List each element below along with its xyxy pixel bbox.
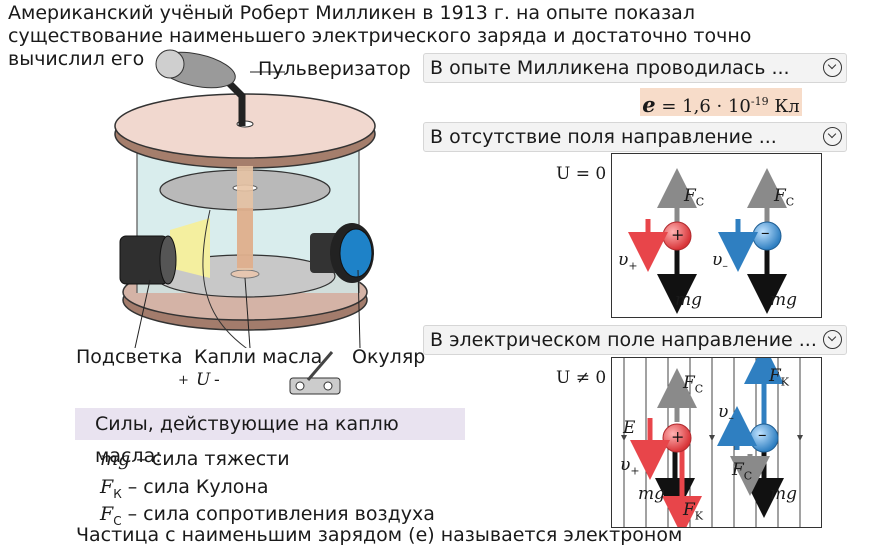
voltage-symbol: U <box>196 370 211 390</box>
field-fc-label-1: FC <box>683 373 704 396</box>
no-field-mg-label-1: mg <box>675 290 703 310</box>
panel-no-field <box>611 153 822 318</box>
field-mg-label-2: mg <box>770 484 798 504</box>
label-oil-drops: Капли масла <box>194 346 323 368</box>
no-field-fc-label-1: FC <box>684 186 705 209</box>
field-v-plus-label: υ+ <box>620 455 640 478</box>
force-item-coulomb: FК – сила Кулона <box>100 476 269 501</box>
panel-no-field-voltage: U = 0 <box>556 164 607 184</box>
switch-icon <box>289 351 341 395</box>
no-field-mg-label-2: mg <box>770 290 798 310</box>
elementary-charge-formula: e = 1,6 · 10-19 Кл <box>640 88 802 117</box>
forces-title: Силы, действующие на каплю масла: <box>75 408 465 467</box>
field-sign-plus: + <box>671 427 685 446</box>
no-field-forces-diagram <box>628 168 787 314</box>
no-field-sign-minus: – <box>761 223 770 243</box>
chevron-down-icon[interactable] <box>823 330 842 349</box>
field-fk-label-2: FK <box>683 500 704 523</box>
force-item-drag: FC – сила сопротивления воздуха <box>100 503 435 528</box>
panel-field-voltage: U ≠ 0 <box>556 368 607 388</box>
accordion-item-experiment[interactable]: В опыте Милликена проводилась ... <box>423 53 847 83</box>
field-mg-label-1: mg <box>638 484 666 504</box>
voltage-minus: - <box>214 370 220 390</box>
field-e-label: E <box>623 418 636 438</box>
no-field-sign-plus: + <box>671 225 685 244</box>
accordion-item-no-field[interactable]: В отсутствие поля направление ... <box>423 122 847 152</box>
chevron-down-icon[interactable] <box>823 127 842 146</box>
label-backlight: Подсветка <box>76 346 183 368</box>
millikan-apparatus-illustration <box>114 49 376 348</box>
force-item-gravity: mg – сила тяжести <box>100 448 290 470</box>
chevron-down-icon[interactable] <box>823 58 842 77</box>
voltage-plus: + <box>178 373 189 388</box>
no-field-fc-label-2: FC <box>774 186 795 209</box>
accordion-item-label: В отсутствие поля направление ... <box>430 126 777 148</box>
accordion-item-field[interactable]: В электрическом поле направление ... <box>423 325 847 355</box>
label-eyepiece: Окуляр <box>352 346 426 368</box>
accordion-item-label: В опыте Милликена проводилась ... <box>430 57 790 79</box>
field-fk-label-1: FK <box>769 366 790 389</box>
field-sign-minus: – <box>758 425 767 445</box>
conclusion-text: Частица с наименьшим зарядом (e) называе… <box>76 524 683 546</box>
field-fc-label-2: FC <box>732 460 753 483</box>
no-field-v-minus-label: υ– <box>712 250 728 273</box>
field-forces-diagram <box>621 344 803 536</box>
no-field-v-plus-label: υ+ <box>618 250 638 273</box>
field-v-minus-label: υ– <box>718 402 734 425</box>
panel-field <box>611 344 822 536</box>
intro-text: Американский учёный Роберт Милликен в 19… <box>8 2 752 70</box>
label-sprayer: Пульверизатор <box>258 58 411 80</box>
accordion-item-label: В электрическом поле направление ... <box>430 329 817 351</box>
